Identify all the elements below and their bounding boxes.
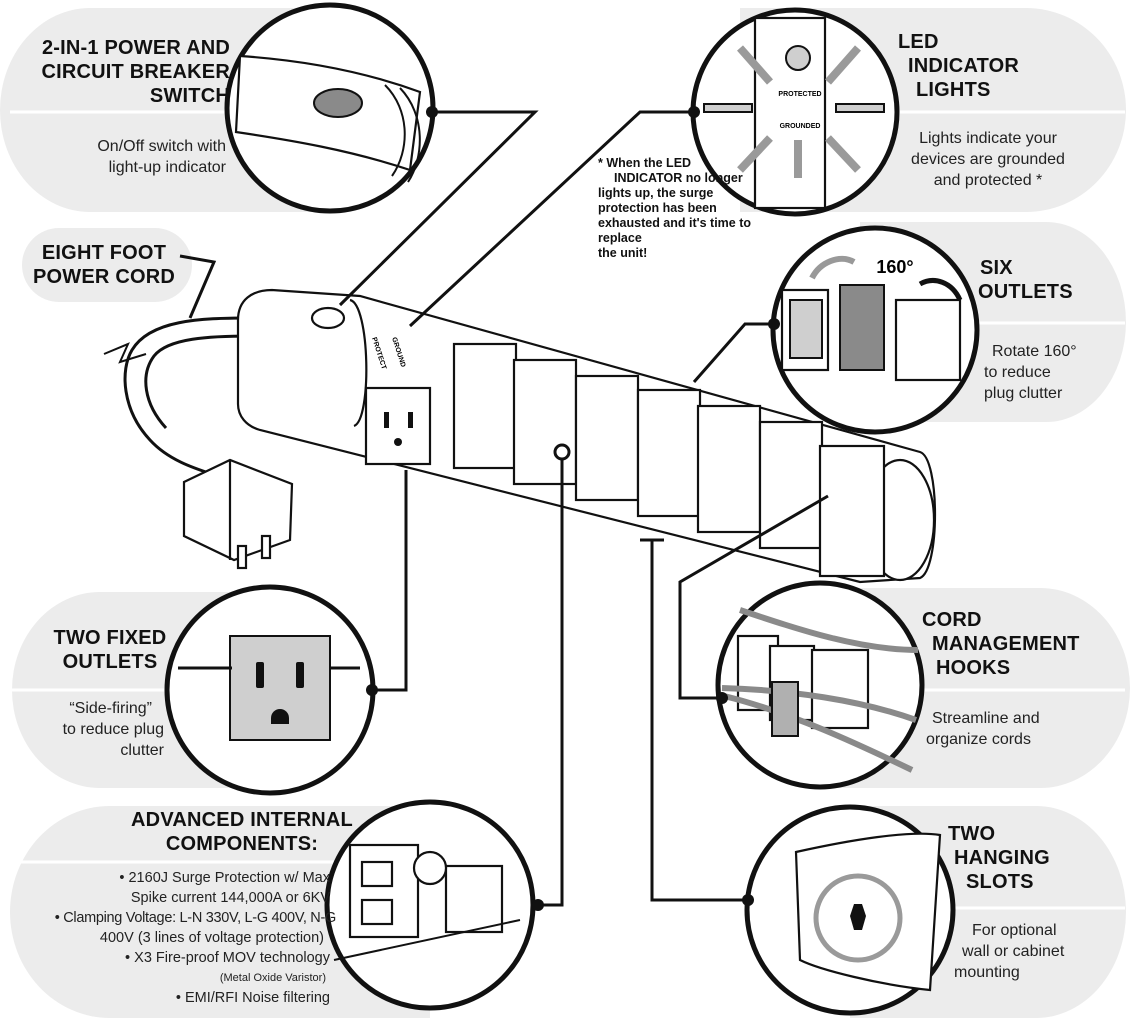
- power-switch-desc: On/Off switch with light-up indicator: [97, 138, 226, 176]
- slots-desc: For optional wall or cabinet mounting: [954, 922, 1065, 981]
- slots-title: TWO HANGING SLOTS: [948, 823, 1050, 893]
- detail-circle-fixed-outlets: [164, 584, 376, 796]
- leader-lines: [179, 106, 829, 911]
- detail-circle-led: PROTECTED GROUNDED: [690, 7, 900, 217]
- detail-circle-components: [324, 799, 536, 1011]
- rotating-outlets: [452, 342, 886, 578]
- led-label-protected: PROTECTED: [778, 91, 821, 98]
- led-desc: Lights indicate your devices are grounde…: [911, 130, 1065, 189]
- detail-circle-six-outlets: 160°: [770, 225, 980, 435]
- hooks-desc: Streamline and organize cords: [926, 710, 1040, 748]
- power-strip: PROTECT GROUND: [236, 288, 937, 584]
- fixed-outlets-desc: “Side-firing” to reduce plug clutter: [62, 700, 164, 759]
- components-bullets: • 2160J Surge Protection w/ Max Spike cu…: [54, 870, 337, 1006]
- power-cord-title: EIGHT FOOT POWER CORD: [33, 242, 175, 288]
- power-switch-title: 2-IN-1 POWER AND CIRCUIT BREAKER SWITCH: [41, 37, 230, 107]
- power-cord: [103, 316, 294, 570]
- fixed-outlets-title: TWO FIXED OUTLETS: [53, 627, 167, 673]
- pill-power-cord: [22, 228, 192, 302]
- six-outlets-desc: Rotate 160° to reduce plug clutter: [984, 343, 1077, 402]
- led-label-grounded: GROUNDED: [780, 123, 821, 130]
- angle-label: 160°: [876, 257, 913, 277]
- led-title: LED INDICATOR LIGHTS: [898, 31, 1020, 101]
- led-note: * When the LED INDICATOR no longer light…: [598, 156, 752, 260]
- detail-circle-hooks: [715, 580, 925, 790]
- components-title: ADVANCED INTERNAL COMPONENTS:: [131, 809, 353, 855]
- detail-circle-switch: [224, 2, 436, 214]
- detail-circle-slots: [744, 804, 956, 1016]
- hooks-title: CORD MANAGEMENT HOOKS: [922, 609, 1080, 679]
- six-outlets-title: SIX OUTLETS: [978, 257, 1073, 303]
